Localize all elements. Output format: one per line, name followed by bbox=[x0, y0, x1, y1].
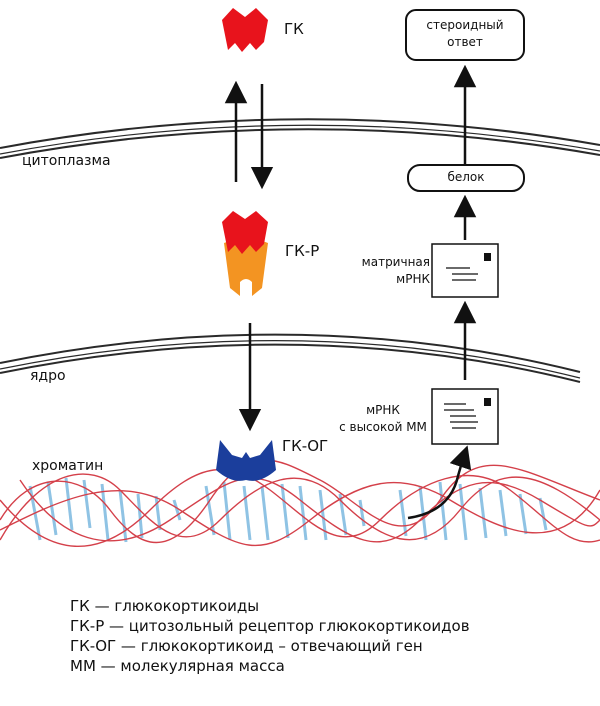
chromatin-dna bbox=[0, 459, 600, 548]
hmw-mrna-line-1: мРНК bbox=[366, 403, 400, 417]
steroid-response-box bbox=[405, 9, 525, 61]
hmw-mrna-text: мРНК с высокой ММ bbox=[336, 402, 430, 436]
legend-item-mm: ММ — молекулярная масса bbox=[70, 657, 285, 675]
nucleus-label: ядро bbox=[30, 368, 66, 384]
steroid-response-line-1: стероидный bbox=[426, 18, 504, 32]
hmw-mrna-line-2: с высокой ММ bbox=[339, 420, 427, 434]
mrna-box-icon bbox=[431, 243, 499, 298]
legend-item-gk-og: ГК-ОГ — глюкокортикоид – отвечающий ген bbox=[70, 637, 423, 655]
nuclear-envelope bbox=[0, 333, 581, 383]
gk-r-complex-icon bbox=[222, 211, 268, 296]
steroid-response-text: стероидный ответ bbox=[406, 17, 524, 51]
cytoplasm-label: цитоплазма bbox=[22, 153, 111, 169]
protein-text: белок bbox=[447, 170, 485, 184]
protein-box bbox=[407, 164, 525, 192]
mrna-line-1: матричная bbox=[361, 255, 430, 269]
gk-og-label: ГК-ОГ bbox=[282, 437, 329, 455]
arrow-transcription bbox=[407, 445, 472, 520]
mrna-text: матричная мРНК bbox=[340, 254, 430, 288]
arrows bbox=[224, 64, 477, 520]
legend-item-gk-r: ГК-Р — цитозольный рецептор глюкокортико… bbox=[70, 617, 470, 635]
dna-rungs bbox=[28, 477, 548, 543]
mrna-line-2: мРНК bbox=[396, 272, 430, 286]
steroid-response-line-2: ответ bbox=[447, 35, 483, 49]
gk-og-gene-icon bbox=[216, 440, 276, 481]
gk-hormone-icon bbox=[222, 8, 268, 52]
chromatin-label: хроматин bbox=[32, 458, 104, 474]
dna-strands bbox=[0, 459, 600, 548]
gk-label: ГК bbox=[284, 20, 304, 38]
gk-r-label: ГК-Р bbox=[285, 242, 320, 260]
legend: ГК — глюкокортикоиды ГК-Р — цитозольный … bbox=[70, 596, 470, 676]
cell-membrane bbox=[0, 118, 600, 159]
hmw-mrna-box-icon bbox=[431, 388, 499, 445]
legend-item-gk: ГК — глюкокортикоиды bbox=[70, 597, 260, 615]
